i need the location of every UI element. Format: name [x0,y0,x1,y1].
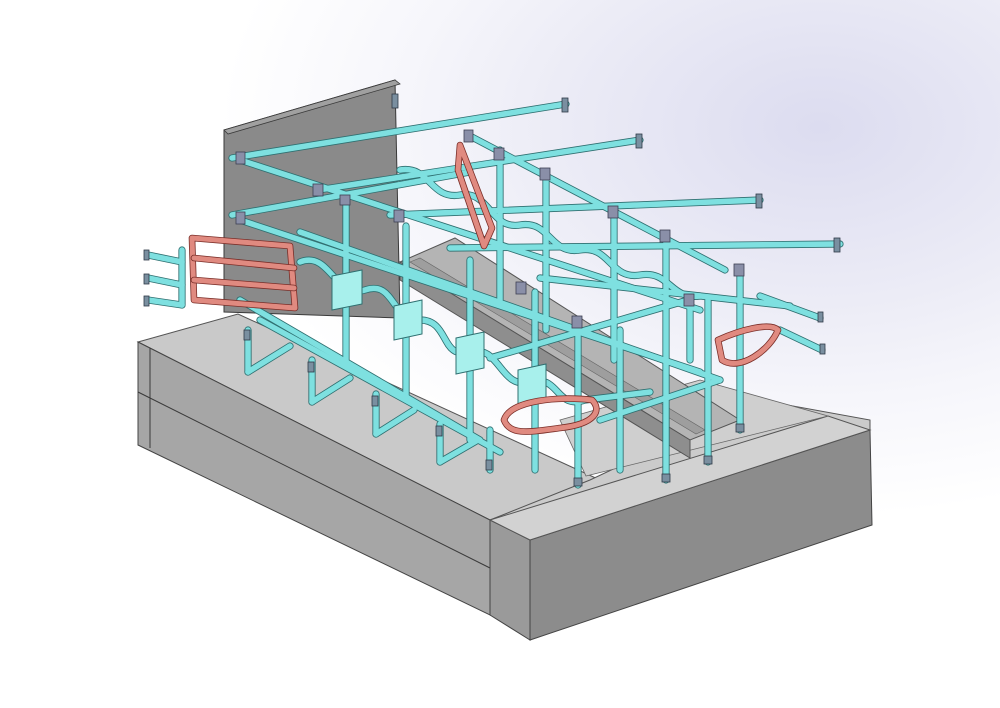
pipe-clamps [143,93,841,487]
stall-plate-1 [331,269,363,311]
stall-plates [331,269,547,405]
concrete-platform [136,313,873,641]
platform-top-step [488,415,872,541]
wall-top-edge [223,79,401,135]
stall-plate-2 [393,299,423,341]
red-exit-gates [500,323,782,435]
platform-front-right [489,519,531,641]
red-entry-gate [188,234,299,312]
red-back-gate [454,141,496,250]
stall-plate-3 [455,331,485,375]
